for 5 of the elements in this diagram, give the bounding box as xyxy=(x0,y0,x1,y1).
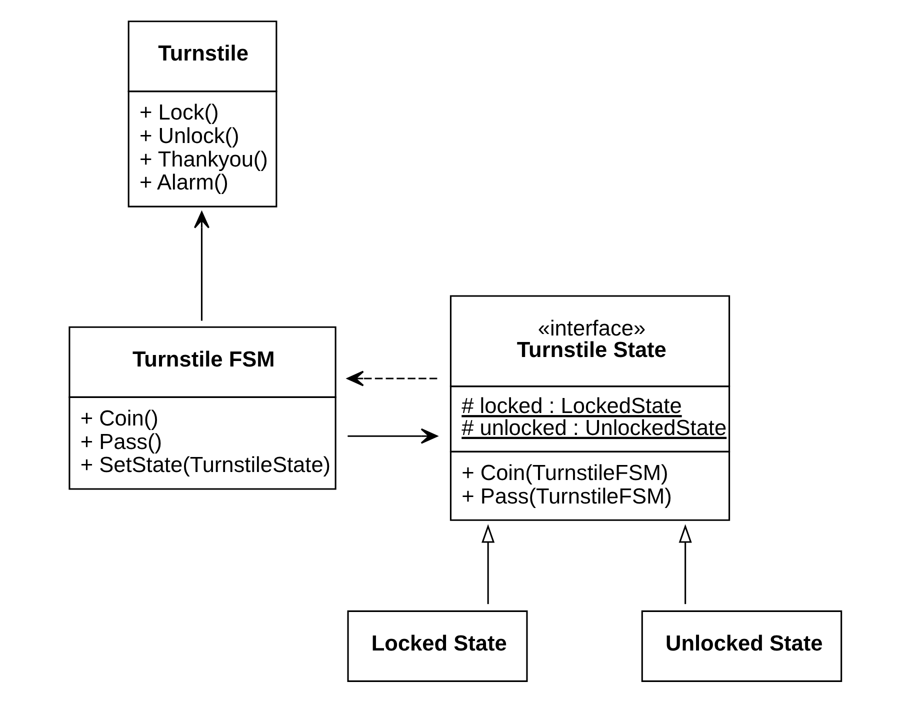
arrow xyxy=(193,211,209,321)
arrow xyxy=(678,524,692,604)
arrow xyxy=(481,524,494,604)
arrow xyxy=(346,370,437,386)
arrow xyxy=(347,428,438,444)
